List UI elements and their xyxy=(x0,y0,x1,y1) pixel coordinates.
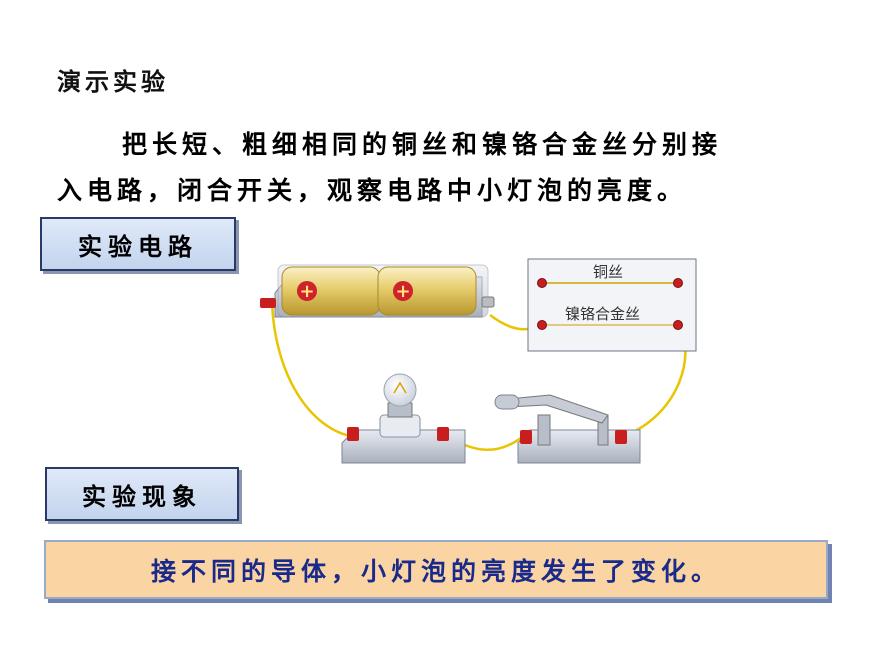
battery-terminal-left xyxy=(260,298,276,308)
nichrome-terminal-right xyxy=(673,320,683,330)
switch-terminal-left xyxy=(520,430,532,444)
battery-cell-2 xyxy=(377,266,477,316)
battery-plus-icon xyxy=(393,281,413,301)
copper-terminal-right xyxy=(673,278,683,288)
light-bulb xyxy=(341,373,466,464)
instruction-line-2: 入电路，闭合开关，观察电路中小灯泡的亮度。 xyxy=(57,176,688,205)
instruction-paragraph: 把长短、粗细相同的铜丝和镍铬合金丝分别接 入电路，闭合开关，观察电路中小灯泡的亮… xyxy=(57,122,817,214)
copper-wire-label: 铜丝 xyxy=(593,263,623,281)
battery-holder: + + xyxy=(260,264,495,318)
svg-text:+: + xyxy=(395,281,410,302)
instruction-line-1: 把长短、粗细相同的铜丝和镍铬合金丝分别接 xyxy=(122,130,723,159)
battery-plus-icon xyxy=(297,281,317,301)
demo-heading: 演示实验 xyxy=(57,68,169,96)
bulb-terminal-left xyxy=(347,427,359,441)
battery-cell-1 xyxy=(281,266,381,316)
nichrome-wire-label: 镍铬合金丝 xyxy=(565,305,640,323)
wire-board: 铜丝 镍铬合金丝 xyxy=(527,258,697,352)
copper-terminal-left xyxy=(537,278,547,288)
result-box: 接不同的导体，小灯泡的亮度发生了变化。 xyxy=(44,540,828,599)
bulb-terminal-right xyxy=(437,427,449,441)
nichrome-terminal-left xyxy=(537,320,547,330)
battery-terminal-right xyxy=(481,296,495,308)
knife-switch xyxy=(494,394,641,464)
phenomenon-label: 实验现象 xyxy=(45,467,239,521)
switch-terminal-right xyxy=(615,430,627,444)
circuit-label: 实验电路 xyxy=(40,217,236,271)
svg-text:+: + xyxy=(299,281,314,302)
circuit-diagram: + + 铜丝 镍铬合金丝 xyxy=(260,258,697,464)
